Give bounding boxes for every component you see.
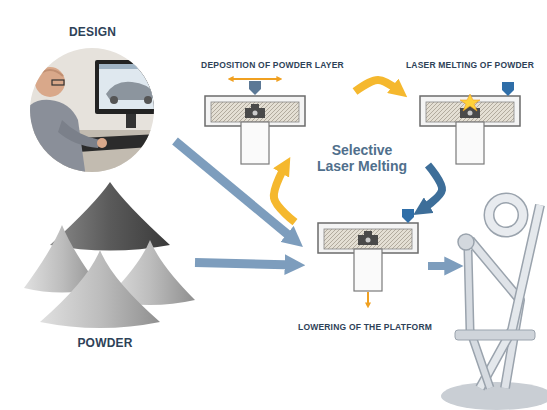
lowering-machine [318,209,418,306]
lowering-machine [367,292,369,306]
lowering-machine [318,223,418,291]
deposition-machine [205,79,305,164]
finished-part [468,250,490,388]
flow-arrow [355,80,400,92]
flow-arrow [421,165,442,210]
laser-machine [460,94,480,111]
node-label: LOWERING OF THE PLATFORM [298,322,432,332]
node-label: DESIGN [69,25,116,39]
finished-part [468,250,490,388]
process-node: POWDER [15,175,195,350]
node-label: POWDER [77,336,132,350]
design-photo [95,60,167,114]
node-label: DEPOSITION OF POWDER LAYER [201,60,344,70]
design-photo [35,67,65,97]
design-photo [20,40,170,180]
flow-arrow [175,141,295,241]
laser-machine [420,82,520,164]
design-photo [144,96,152,104]
finished-part [489,198,523,232]
output-arrow [428,262,452,270]
design-photo [97,138,107,148]
deposition-machine [249,81,261,95]
laser-machine [502,82,514,96]
process-node: DESIGN [10,25,175,170]
finished-part [489,198,523,232]
design-photo [37,70,63,76]
deposition-machine [205,96,305,164]
design-photo [20,40,170,180]
design-photo [52,80,64,85]
node-label: LASER MELTING OF POWDER [406,60,534,70]
design-photo [110,96,118,104]
finished-part [455,330,535,340]
lowering-machine [402,209,414,223]
finished-part [458,234,474,250]
flow-arrow [195,263,295,265]
deposition-machine [230,78,280,80]
flow-arrow [274,165,295,222]
process-node: DEPOSITION OF POWDER LAYER [190,60,355,165]
design-photo [99,64,163,109]
process-node: LOWERING OF THE PLATFORM [295,210,435,332]
cycle-title: Selective Laser Melting [312,142,412,174]
design-photo [99,64,163,69]
process-node: LASER MELTING OF POWDER [400,60,540,165]
finished-part [441,198,547,410]
powder-piles [40,250,160,328]
powder-piles [24,182,195,328]
design-photo [58,120,100,148]
design-photo [126,114,136,128]
